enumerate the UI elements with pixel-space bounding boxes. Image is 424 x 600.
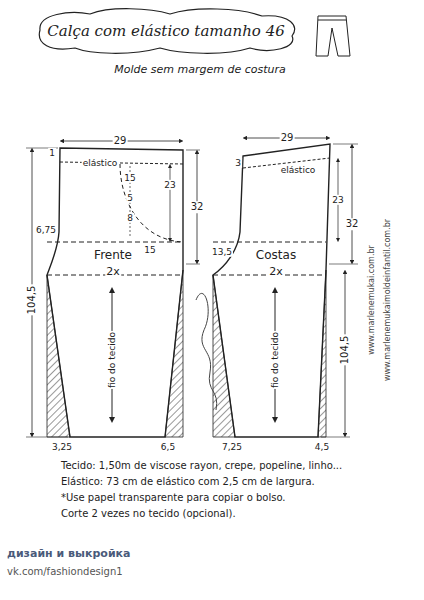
piece-name: 2x [105, 266, 121, 279]
watermark: vk.com/fashiondesign1 [6, 566, 124, 578]
dimension-label: 15 [123, 173, 136, 183]
dimension-label: 15 [143, 245, 156, 255]
dimension-label: 23 [163, 180, 176, 190]
dimension-label: 4,5 [314, 442, 330, 452]
note: Elástico: 73 cm de elástico com 2,5 cm d… [60, 476, 316, 488]
dimension-label: 32 [190, 201, 205, 213]
watermark: дизайн и выкройка [6, 548, 131, 561]
dimension-label: 6,5 [160, 442, 176, 452]
grain-label: fio do tecido [107, 331, 117, 389]
note: *Use papel transparente para copiar o bo… [60, 492, 287, 504]
note: Tecido: 1,50m de viscose rayon, crepe, p… [60, 460, 343, 472]
dimension-label: elástico [280, 165, 317, 175]
dimension-label: 5 [126, 193, 134, 203]
watermark: www.marlenemukaimoldeinfantil.com.br [383, 218, 392, 382]
dimension-label: 29 [113, 135, 128, 147]
pattern-title: Calça com elástico tamanho 46 [47, 22, 284, 40]
dimension-label: 6,75 [35, 225, 57, 235]
dimension-label: elástico [82, 158, 119, 168]
dimension-label: 104,5 [339, 335, 351, 366]
dimension-label: 32 [345, 218, 360, 230]
dimension-label: 8 [126, 213, 134, 223]
dimension-label: 104,5 [26, 285, 38, 316]
piece-name: Frente [93, 249, 133, 263]
grain-label: fio do tecido [270, 331, 280, 389]
subtitle: Molde sem margem de costura [113, 64, 286, 77]
dimension-label: 3 [234, 158, 242, 168]
piece-name: 2x [268, 266, 284, 279]
dimension-label: 29 [280, 132, 295, 144]
dimension-label: 13,5 [211, 247, 233, 257]
piece-name: Costas [255, 249, 297, 263]
dimension-label: 7,25 [221, 442, 243, 452]
dimension-label: 1 [48, 148, 56, 158]
dimension-label: 3,25 [51, 442, 73, 452]
watermark: www.marlenemukai.com.br [367, 244, 376, 356]
dimension-label: 23 [331, 195, 344, 205]
note: Corte 2 vezes no tecido (opcional). [60, 508, 237, 520]
